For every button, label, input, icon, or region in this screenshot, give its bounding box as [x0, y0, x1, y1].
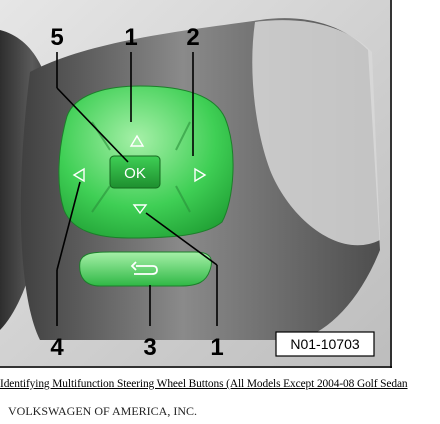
callout-3: 3 [143, 334, 156, 361]
callout-4: 4 [50, 334, 64, 361]
right-arrow-icon [194, 167, 207, 183]
callout-1-top: 1 [124, 24, 137, 51]
down-arrow-icon [132, 204, 148, 215]
steering-wheel-diagram: OK 5 1 2 4 3 1 N01-10703 [0, 0, 392, 368]
up-arrow-icon [129, 134, 145, 147]
figure-code-box: N01-10703 [275, 331, 375, 357]
footer-company: VOLKSWAGEN OF AMERICA, INC. [8, 404, 198, 418]
ok-label: OK [124, 165, 146, 182]
callout-5: 5 [50, 24, 63, 51]
leader-lines [56, 52, 218, 326]
left-arrow-icon [72, 167, 85, 183]
callout-1-bottom: 1 [210, 334, 223, 361]
figure-caption[interactable]: Identifying Multifunction Steering Wheel… [0, 378, 408, 390]
figure-code: N01-10703 [290, 336, 359, 352]
callout-2: 2 [186, 24, 199, 51]
back-button[interactable] [79, 251, 212, 287]
back-arrow-icon [130, 261, 158, 275]
ok-button[interactable]: OK [109, 155, 161, 189]
